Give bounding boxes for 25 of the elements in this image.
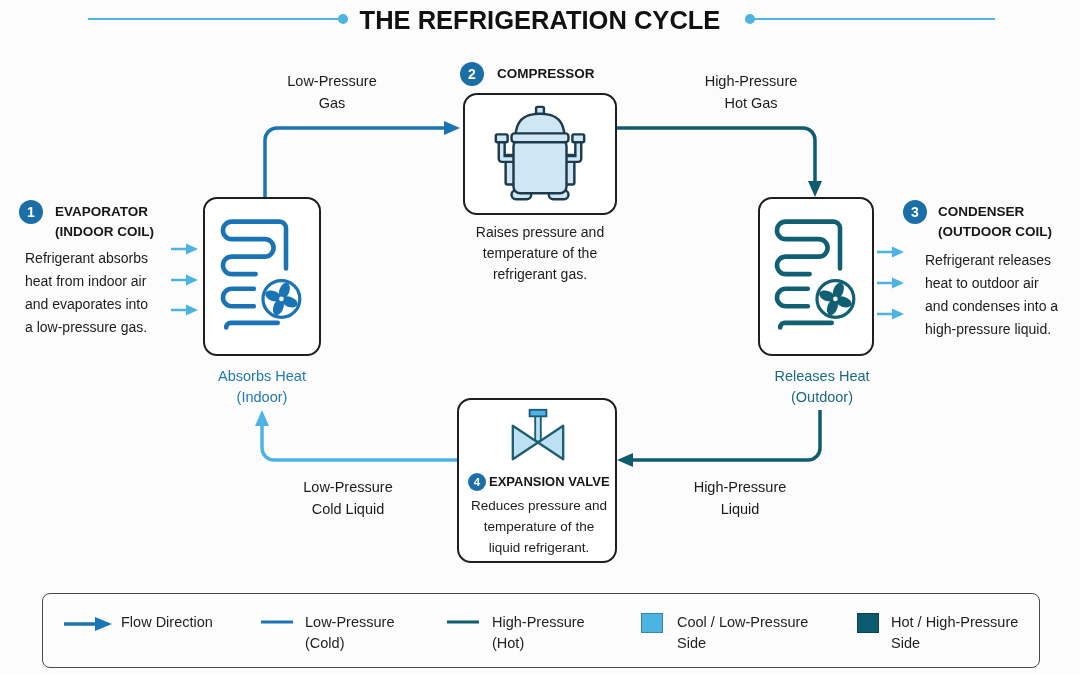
step-title: EXPANSION VALVE xyxy=(489,473,611,491)
legend-label: Cool / Low-Pressure Side xyxy=(677,613,810,653)
flow-arrow xyxy=(255,410,457,462)
legend-label: Flow Direction xyxy=(121,613,214,632)
step-number: 2 xyxy=(460,62,484,86)
heat-caption: Releases Heat (Outdoor) xyxy=(773,367,871,407)
step-description: Raises pressure and temperature of the refrigerant gas. xyxy=(474,223,606,284)
legend-label: High-Pressure (Hot) xyxy=(492,613,586,653)
diagram-title: THE REFRIGERATION CYCLE xyxy=(359,5,721,35)
step-title: EVAPORATOR (INDOOR COIL) xyxy=(55,203,155,241)
flow-arrow xyxy=(263,121,460,197)
step-title: CONDENSER (OUTDOOR COIL) xyxy=(938,203,1053,241)
step-number: 4 xyxy=(468,473,486,491)
step-description: Refrigerant releases heat to outdoor air and condenses into a high-pressure liquid. xyxy=(925,251,1060,339)
step-number: 1 xyxy=(19,200,43,224)
step-title: COMPRESSOR xyxy=(497,65,596,83)
legend-label: Low-Pressure (Cold) xyxy=(305,613,396,653)
step-description: Reduces pressure and temperature of the liquid refrigerant. xyxy=(470,497,608,557)
legend-label: Hot / High-Pressure Side xyxy=(891,613,1020,653)
heat-caption: Absorbs Heat (Indoor) xyxy=(217,367,307,407)
flow-arrow xyxy=(617,410,822,467)
valve-card xyxy=(457,398,617,563)
flow-arrow xyxy=(617,126,822,197)
step-number: 3 xyxy=(903,200,927,224)
step-description: Refrigerant absorbs heat from indoor air and evaporates into a low-pressure gas. xyxy=(25,249,149,337)
